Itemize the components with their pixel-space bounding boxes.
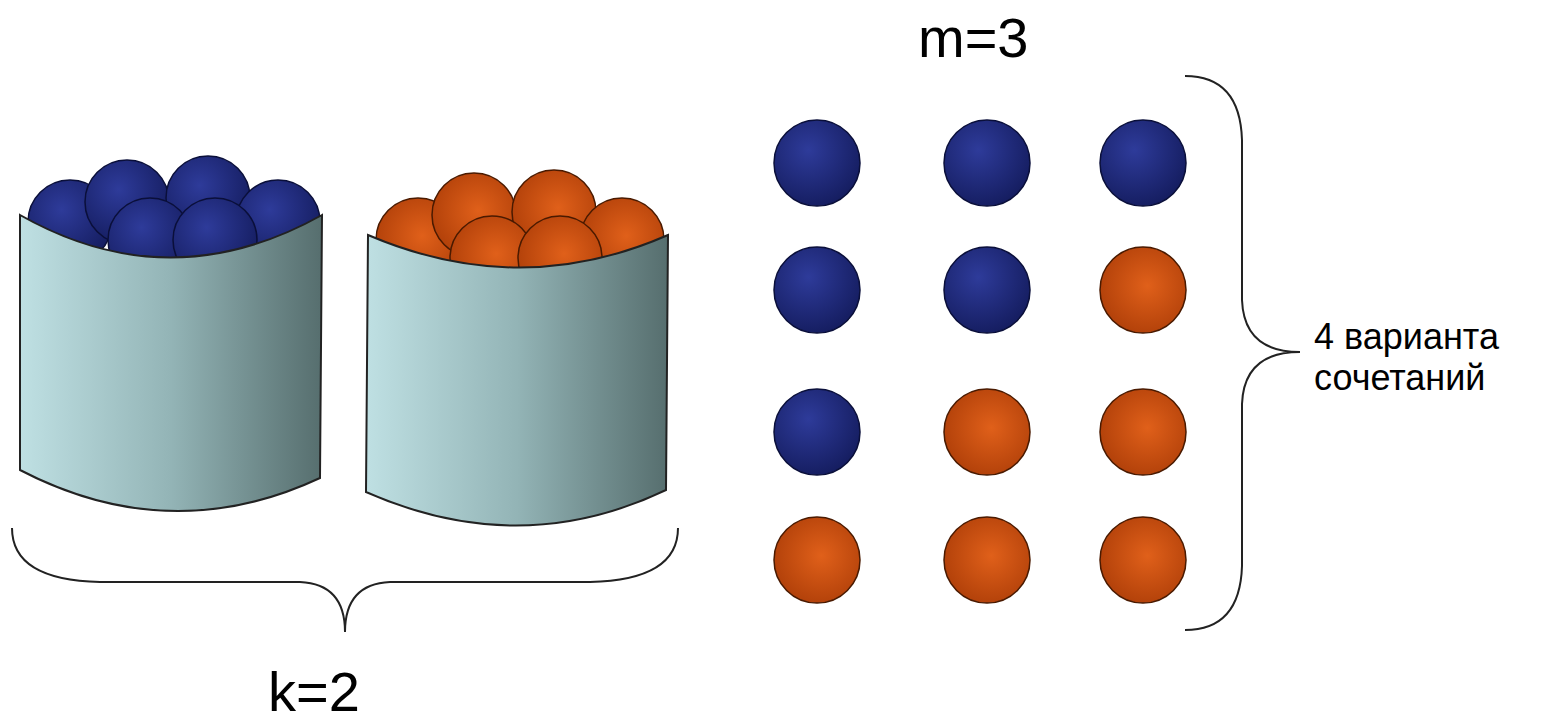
parameter-label: m=3 (918, 6, 1029, 70)
cup (366, 235, 668, 526)
cup (20, 215, 322, 511)
brace (12, 528, 678, 632)
ball-grid (774, 120, 1186, 603)
brace (1185, 76, 1300, 630)
parameter-label: k=2 (268, 660, 360, 724)
result-label: 4 варианта сочетаний (1314, 316, 1546, 399)
